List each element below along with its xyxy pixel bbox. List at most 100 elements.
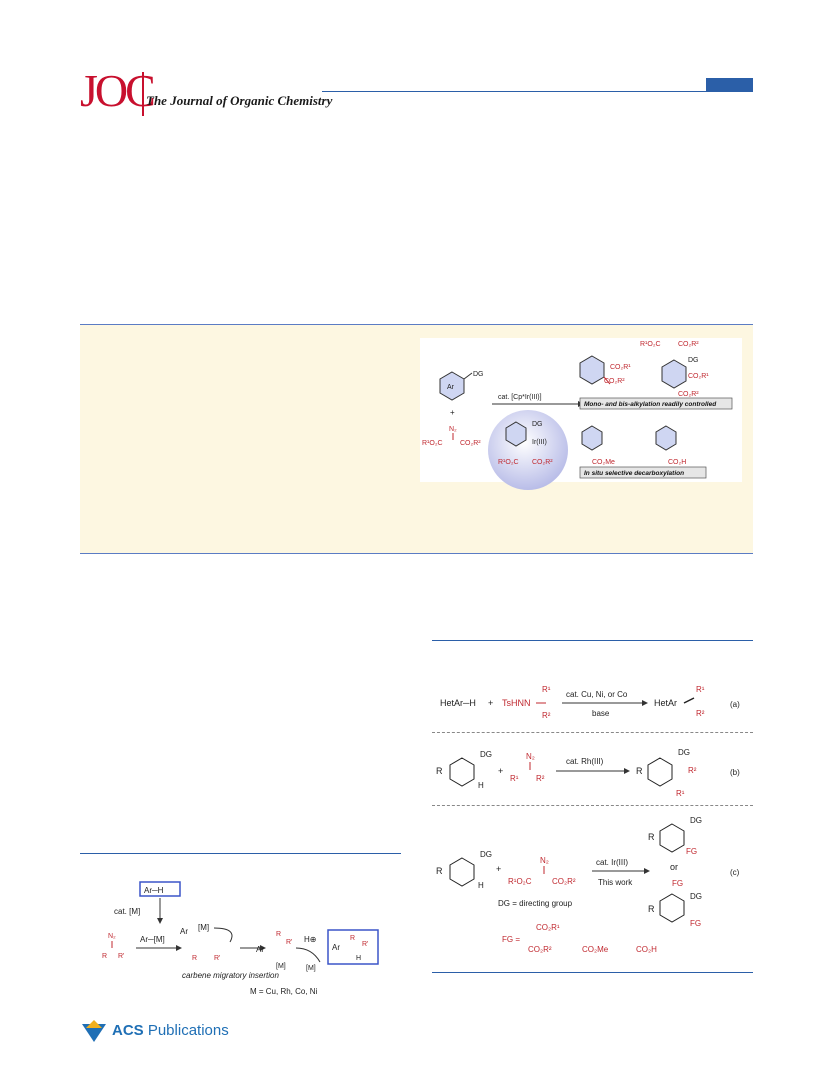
s1-r: R	[102, 953, 107, 960]
diazo-left: R¹O₂C	[422, 440, 443, 447]
a-base: base	[592, 709, 610, 718]
s1-int-m: [M]	[198, 923, 209, 932]
cat-label: cat. [M]	[114, 907, 140, 916]
b-arene	[449, 757, 475, 787]
s1-arm: Ar─[M]	[140, 935, 165, 944]
acid-product-ring	[655, 425, 677, 451]
publisher-rest: Publications	[143, 1022, 229, 1039]
intermediate-left: R¹O₂C	[498, 459, 519, 466]
mono-product-bond	[603, 376, 611, 385]
scheme2-top-rule	[432, 640, 753, 641]
b-plus: +	[498, 766, 503, 776]
a-reactant: HetAr─H	[440, 698, 476, 708]
bis-ester1: CO₂R¹	[688, 373, 709, 380]
arene-ring	[439, 371, 473, 401]
ester-product-ring	[581, 425, 603, 451]
s1-final-ar: Ar	[332, 943, 340, 952]
c-or: or	[670, 862, 678, 872]
c-conditions: cat. Ir(III)	[596, 858, 628, 867]
c-product2-dg: DG	[690, 892, 702, 901]
b-product-r1: R¹	[676, 789, 685, 798]
a-product-r1: R¹	[696, 685, 705, 694]
a-reagent: TsHNN	[502, 698, 531, 708]
logo-divider	[142, 72, 144, 116]
c-fg1-top: CO₂R¹	[536, 923, 560, 932]
b-n2: N₂	[526, 752, 535, 761]
b-product-dg: DG	[678, 748, 690, 757]
s1-m-out: [M]	[306, 965, 316, 972]
diazo-right: CO₂R²	[460, 440, 481, 447]
product-box	[327, 929, 379, 965]
a-product: HetAr	[654, 698, 677, 708]
a-product-r2: R²	[696, 709, 705, 718]
intermediate-right: CO₂R²	[532, 459, 553, 466]
bis-ester2: CO₂R²	[678, 391, 699, 398]
a-product-bond	[683, 697, 695, 704]
banner-alkylation-text: Mono- and bis-alkylation readily control…	[584, 401, 717, 408]
diazo-n2: N₂	[449, 426, 457, 433]
b-arrow-head	[624, 768, 630, 774]
header-tab	[706, 78, 753, 91]
c-diazo-right: CO₂R²	[552, 877, 576, 886]
c-fg3: CO₂H	[636, 945, 657, 954]
bis-dg: DG	[688, 357, 699, 364]
b-conditions: cat. Rh(III)	[566, 757, 604, 766]
a-r1: R¹	[542, 685, 551, 694]
bis-top-left: R¹O₂C	[640, 341, 661, 348]
c-product1-dg: DG	[690, 816, 702, 825]
b-label: (b)	[730, 768, 740, 777]
c-product2-fg-bottom: FG	[690, 919, 701, 928]
s1-int-rp: R'	[214, 955, 220, 962]
decarb-ester: CO₂Me	[592, 459, 615, 466]
s1-int-r: R	[192, 955, 197, 962]
c-dg-note: DG = directing group	[498, 899, 573, 908]
c-r: R	[436, 866, 443, 876]
s1-caption: carbene migratory insertion	[182, 971, 279, 980]
s1-rp: R'	[118, 953, 124, 960]
c-arene	[449, 857, 475, 887]
scheme1-mechanism: Ar─H cat. [M] N₂ R R' Ar─[M] Ar [M] R R'…	[102, 881, 379, 996]
c-label: (c)	[730, 868, 740, 877]
b-h: H	[478, 781, 484, 790]
c-plus: +	[496, 864, 501, 874]
c-product2-arene	[659, 893, 685, 923]
s1-arrow-2-head	[260, 945, 266, 951]
b-dg: DG	[480, 750, 492, 759]
bis-product-ring	[661, 359, 687, 389]
plus-sign: +	[450, 408, 455, 417]
c-product2-r: R	[648, 904, 655, 914]
b-r: R	[436, 766, 443, 776]
s1-p-ar: Ar	[256, 945, 264, 954]
c-product1-arene	[659, 823, 685, 853]
s1-p-m: [M]	[276, 963, 286, 970]
toc-graphic: Ar DG + N₂ R¹O₂C CO₂R² cat. [Cp*Ir(III)]…	[420, 338, 742, 490]
s1-curved-arrow	[213, 927, 233, 943]
start-label: Ar─H	[144, 886, 164, 895]
c-this-work: This work	[598, 878, 633, 887]
s1-final-rp: R'	[362, 941, 368, 948]
s1-final-h: H	[356, 955, 361, 962]
a-arrow-head	[642, 700, 648, 706]
s1-metals: M = Cu, Rh, Co, Ni	[250, 987, 318, 996]
s1-hplus: H⊕	[304, 935, 316, 944]
mono-ester1: CO₂R¹	[610, 364, 631, 371]
c-dg: DG	[480, 850, 492, 859]
mono-product-ring	[579, 355, 605, 385]
s1-arrow-3	[295, 947, 321, 963]
publisher-bold: ACS	[112, 1022, 144, 1039]
b-r2: R²	[536, 774, 545, 783]
publisher-wordmark: ACS Publications	[112, 1022, 229, 1039]
banner-decarb	[579, 466, 707, 479]
c-arrow-head	[644, 868, 650, 874]
scheme2-divider-2	[432, 805, 753, 806]
b-product-r: R	[636, 766, 643, 776]
banner-alkylation	[579, 397, 733, 410]
s1-int-ar: Ar	[180, 927, 188, 936]
s1-p-rp: R'	[286, 939, 292, 946]
c-product2-fg-top: FG	[672, 879, 683, 888]
banner-decarb-text: In situ selective decarboxylation	[584, 470, 684, 477]
acs-logo-icon	[82, 1020, 106, 1042]
scheme2-bottom-rule	[432, 972, 753, 973]
scheme2-reactions: HetAr─H + TsHNN R¹ R² cat. Cu, Ni, or Co…	[436, 685, 740, 954]
start-box	[139, 881, 181, 897]
